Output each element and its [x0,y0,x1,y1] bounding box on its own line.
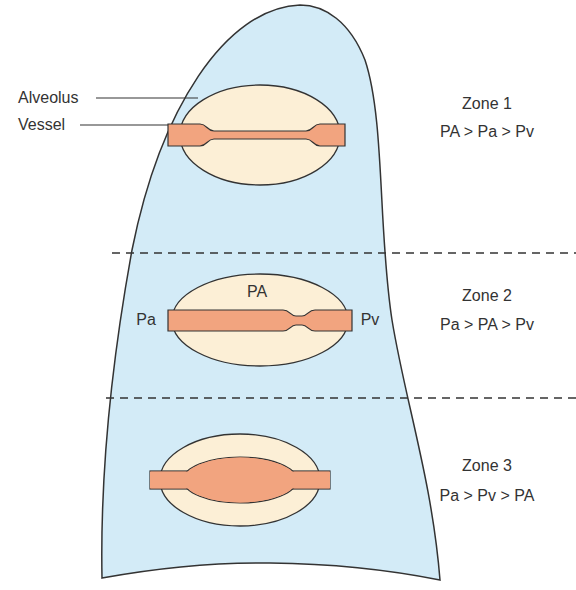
pressure-label: Pv [361,311,380,329]
zone-label: Zone 1 [462,95,512,113]
zone-divider [112,252,576,253]
pressure-relation: PA > Pa > Pv [440,123,534,141]
pressure-relation: Pa > PA > Pv [440,316,534,334]
narrowed-vessel [168,310,352,331]
zone-label: Zone 2 [462,287,512,305]
pressure-label: PA [247,283,267,301]
pressure-label: Pa [136,311,156,329]
collapsed-vessel [168,124,345,146]
distended-vessel [150,457,330,503]
part-label: Alveolus [18,89,78,107]
zone-divider [106,397,576,398]
lung-outline [102,5,440,580]
part-label: Vessel [18,116,65,134]
leader-line [80,124,168,125]
alveolus [160,434,320,526]
pressure-relation: Pa > Pv > PA [440,487,535,505]
zone-label: Zone 3 [462,457,512,475]
leader-line [96,97,198,98]
